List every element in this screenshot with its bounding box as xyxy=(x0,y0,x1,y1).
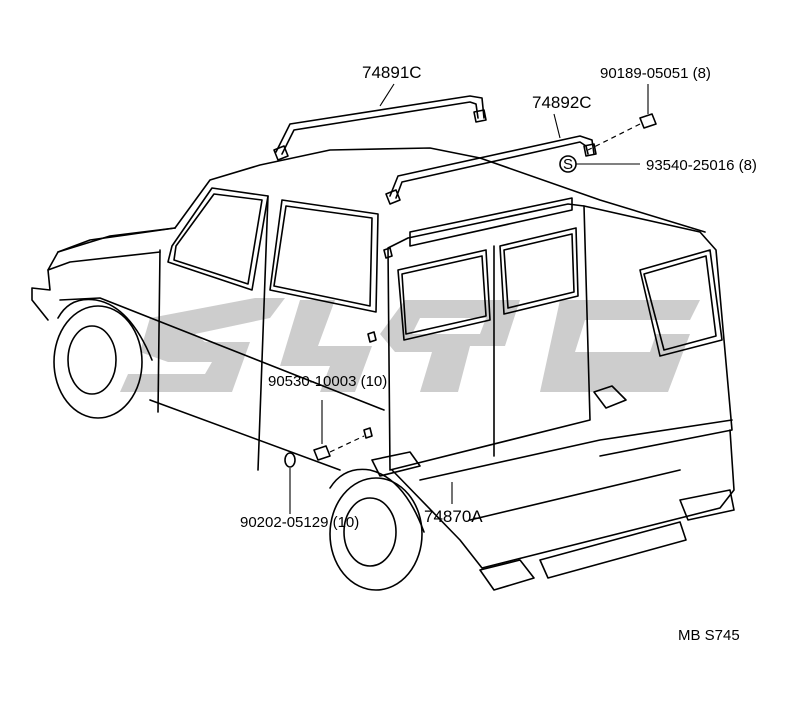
screw-93540: S xyxy=(559,155,640,173)
part-label-90202: 90202-05129 (10) xyxy=(240,514,359,531)
clip-90189 xyxy=(587,84,657,151)
roof-rail-rear xyxy=(385,135,597,205)
roof-rail-front xyxy=(273,95,487,161)
rear-wheel xyxy=(329,468,425,591)
leader-74891C xyxy=(379,83,395,107)
part-label-74891C: 74891C xyxy=(362,63,422,82)
clip-90530 xyxy=(313,400,365,461)
part-label-93540: 93540-25016 (8) xyxy=(646,157,757,174)
diagram-code: MB S745 xyxy=(678,627,740,644)
leader-74892C xyxy=(553,113,561,139)
watermark-logo xyxy=(120,298,700,392)
part-label-90189: 90189-05051 (8) xyxy=(600,65,711,82)
part-label-90530: 90530-10003 (10) xyxy=(268,373,387,390)
grommet-90202 xyxy=(284,452,296,514)
van-body xyxy=(31,147,735,591)
part-label-74892C: 74892C xyxy=(532,93,592,112)
screw-symbol-label: S xyxy=(563,156,573,173)
part-label-74870A: 74870A xyxy=(424,507,483,526)
front-wheel xyxy=(53,298,153,419)
